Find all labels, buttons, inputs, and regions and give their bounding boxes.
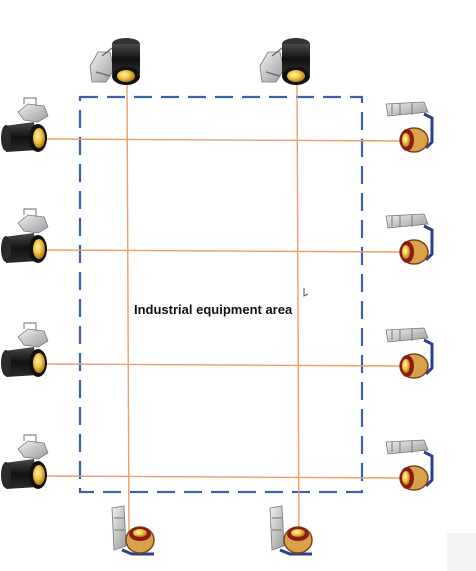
- receiver-clamp-icon: [423, 112, 434, 150]
- horizontal-beam: [45, 475, 405, 479]
- mounting-bracket-icon: [259, 51, 285, 83]
- right-receiver-1: [385, 101, 434, 153]
- top-emitter-1: [89, 38, 140, 85]
- vertical-beam: [296, 77, 300, 541]
- left-emitter-1: [1, 97, 49, 152]
- bottom-receiver-1: [111, 505, 155, 556]
- lens-icon: [33, 353, 45, 373]
- lens-icon: [402, 133, 410, 147]
- mounting-bracket-icon: [89, 51, 115, 83]
- horizontal-beam: [45, 363, 405, 367]
- left-emitter-2: [1, 208, 49, 263]
- right-receiver-3: [385, 327, 434, 379]
- left-emitter-4: [1, 434, 49, 489]
- top-emitter-2: [259, 38, 310, 85]
- equipment-area-boundary: [78, 95, 364, 494]
- lens-icon: [402, 359, 410, 373]
- right-receiver-4: [385, 439, 434, 491]
- right-receiver-2: [385, 213, 434, 265]
- mounting-bracket-icon: [17, 440, 49, 460]
- lens-icon: [33, 465, 45, 485]
- lens-icon: [291, 529, 305, 537]
- lens-icon: [33, 239, 45, 259]
- mounting-bracket-icon: [17, 103, 49, 123]
- vertical-beam: [126, 77, 130, 541]
- left-emitter-3: [1, 322, 49, 377]
- mounting-bracket-icon: [111, 505, 127, 551]
- emitter-housing-icon: [282, 44, 310, 74]
- horizontal-beam: [45, 249, 405, 253]
- lens-icon: [287, 70, 305, 82]
- emitter-housing-icon: [4, 122, 38, 152]
- emitter-housing-icon: [112, 44, 140, 74]
- mounting-bracket-icon: [385, 213, 429, 229]
- lens-icon: [33, 128, 45, 148]
- lens-icon: [402, 245, 410, 259]
- emitter-housing-icon: [4, 347, 38, 377]
- horizontal-beam: [45, 138, 405, 142]
- area-label: Industrial equipment area: [134, 302, 293, 317]
- receiver-clamp-icon: [423, 338, 434, 376]
- horizontal-beams: [45, 138, 405, 479]
- mounting-bracket-icon: [17, 328, 49, 348]
- mounting-bracket-icon: [385, 327, 429, 343]
- lens-icon: [133, 529, 147, 537]
- emitter-housing-icon: [4, 233, 38, 263]
- receiver-clamp-icon: [423, 450, 434, 488]
- mounting-bracket-icon: [269, 505, 285, 551]
- mounting-bracket-icon: [385, 439, 429, 455]
- emitter-housing-icon: [4, 459, 38, 489]
- receiver-clamp-icon: [121, 548, 154, 556]
- mounting-bracket-icon: [385, 101, 429, 117]
- receiver-clamp-icon: [279, 548, 312, 556]
- vertical-beams: [126, 77, 300, 541]
- receiver-clamp-icon: [423, 224, 434, 262]
- bottom-receiver-2: [269, 505, 313, 556]
- cursor-mark-icon: [303, 288, 309, 297]
- lens-icon: [117, 70, 135, 82]
- lens-icon: [402, 471, 410, 485]
- mounting-bracket-icon: [17, 214, 49, 234]
- corner-shade: [447, 533, 476, 571]
